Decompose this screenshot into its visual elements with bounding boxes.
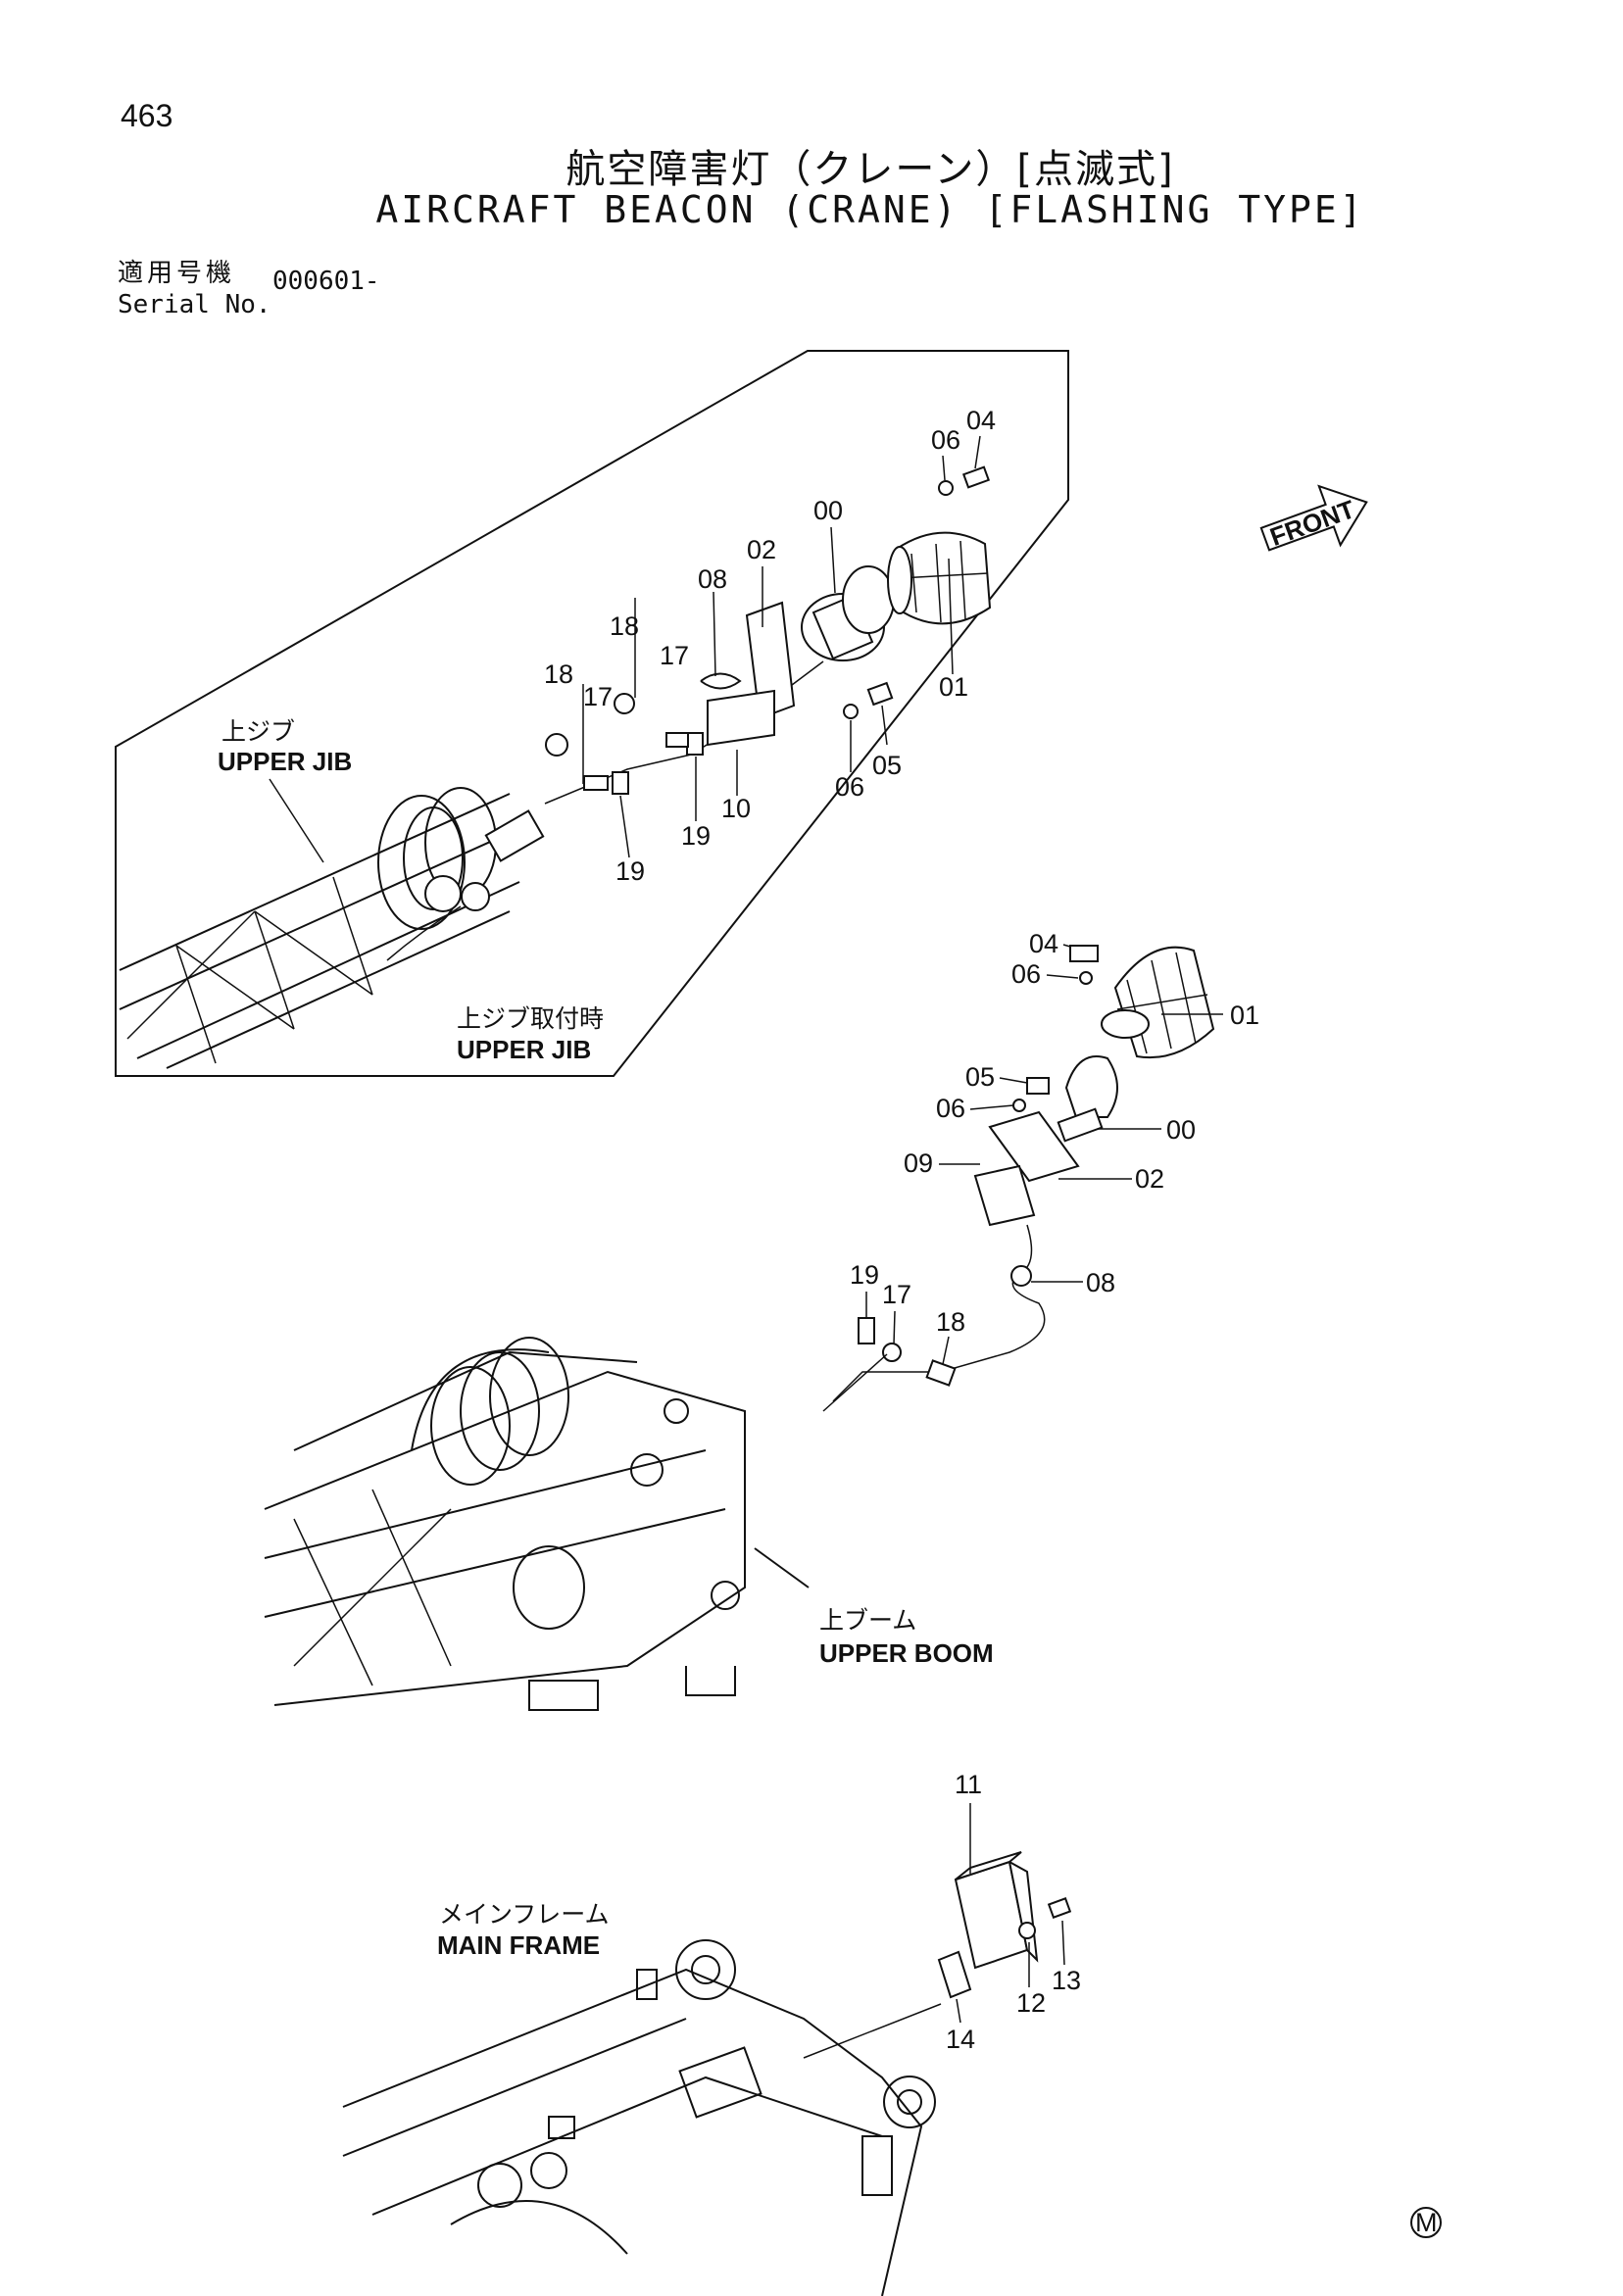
- bolt-boom: [1069, 945, 1099, 962]
- callout-frame-11: 11: [955, 1770, 982, 1799]
- mark-letter: M: [1415, 2208, 1438, 2237]
- callout-inset-19a: 19: [681, 821, 711, 851]
- callout-boom-02: 02: [1135, 1164, 1164, 1194]
- callout-boom-19: 19: [850, 1260, 879, 1290]
- callout-boom-06a: 06: [1011, 959, 1041, 989]
- upper-jib-mount-label-en: UPPER JIB: [457, 1035, 591, 1064]
- callout-boom-18: 18: [936, 1307, 965, 1337]
- callout-boom-01: 01: [1230, 1001, 1259, 1030]
- callout-boom-05: 05: [965, 1062, 995, 1092]
- inset-border: [115, 350, 1069, 1077]
- callout-inset-17b: 17: [583, 682, 613, 711]
- callout-boom-17: 17: [882, 1280, 911, 1309]
- bolts-inset: [545, 465, 991, 795]
- mounting-plate-boom: [988, 1110, 1080, 1183]
- serial-label-english: Serial No.: [118, 290, 271, 319]
- callout-boom-08: 08: [1086, 1268, 1115, 1297]
- upper-boom-structure: [264, 1337, 810, 1711]
- m-mark-icon: M: [1410, 2207, 1442, 2238]
- callout-inset-04: 04: [966, 406, 996, 435]
- callout-inset-02: 02: [747, 535, 776, 564]
- title-japanese: 航空障害灯（クレーン）[点滅式]: [566, 147, 1175, 192]
- lamp-guard-boom: [1101, 946, 1215, 1059]
- callout-frame-14: 14: [946, 2025, 975, 2054]
- front-arrow-icon: FRONT: [1259, 484, 1368, 552]
- callout-inset-06: 06: [931, 425, 960, 455]
- bracket-inset: [707, 689, 775, 747]
- lamp-guard-inset: [887, 531, 992, 625]
- callout-inset-00: 00: [813, 496, 843, 525]
- upper-jib-structure: [119, 787, 545, 1069]
- callout-frame-12: 12: [1016, 1988, 1046, 2018]
- callout-inset-10: 10: [721, 794, 751, 823]
- serial-value: 000601-: [272, 267, 380, 296]
- callout-inset-17a: 17: [660, 641, 689, 670]
- serial-label-japanese: 適用号機: [118, 259, 236, 288]
- mounting-plate-inset: [745, 601, 796, 720]
- callout-labels: 04 06 00 02 08 18 17 18 17 01 05 06 10 1…: [544, 406, 1259, 2054]
- callout-boom-04: 04: [1029, 929, 1058, 958]
- section-captions: 上ジブ UPPER JIB 上ジブ取付時 UPPER JIB 上ブーム UPPE…: [218, 717, 994, 1960]
- callout-inset-01: 01: [939, 672, 968, 702]
- upper-boom-label-en: UPPER BOOM: [819, 1638, 994, 1668]
- callout-boom-06b: 06: [936, 1094, 965, 1123]
- callout-inset-18a: 18: [610, 611, 639, 641]
- main-frame-structure: [342, 1939, 942, 2296]
- callout-frame-13: 13: [1052, 1966, 1081, 1995]
- upper-jib-mount-label-ja: 上ジブ取付時: [457, 1004, 604, 1033]
- beacon-lamp-inset: [801, 565, 895, 661]
- beacon-lamp-boom: [1057, 1055, 1118, 1143]
- title-english: AIRCRAFT BEACON (CRANE) [FLASHING TYPE]: [375, 188, 1365, 231]
- cable-boom: [832, 1224, 1046, 1402]
- page-number: 463: [121, 98, 173, 133]
- upper-jib-label-en: UPPER JIB: [218, 747, 352, 776]
- front-label: FRONT: [1266, 494, 1359, 552]
- clamp-inset: [700, 672, 742, 690]
- main-frame-label-en: MAIN FRAME: [437, 1930, 600, 1960]
- callout-inset-05: 05: [872, 751, 902, 780]
- callout-inset-19b: 19: [615, 856, 645, 886]
- callout-inset-18b: 18: [544, 659, 573, 689]
- upper-jib-label-ja: 上ジブ: [221, 717, 295, 746]
- callout-inset-08: 08: [698, 564, 727, 594]
- callout-boom-00: 00: [1166, 1115, 1196, 1145]
- upper-boom-label-ja: 上ブーム: [819, 1606, 916, 1635]
- main-frame-label-ja: メインフレーム: [439, 1900, 610, 1929]
- callout-boom-09: 09: [904, 1148, 933, 1178]
- cover-plate-boom: [973, 1164, 1036, 1227]
- switch-box: [937, 1851, 1072, 1999]
- callout-inset-06b: 06: [835, 772, 864, 802]
- upper-jib-inset: [115, 350, 1069, 1077]
